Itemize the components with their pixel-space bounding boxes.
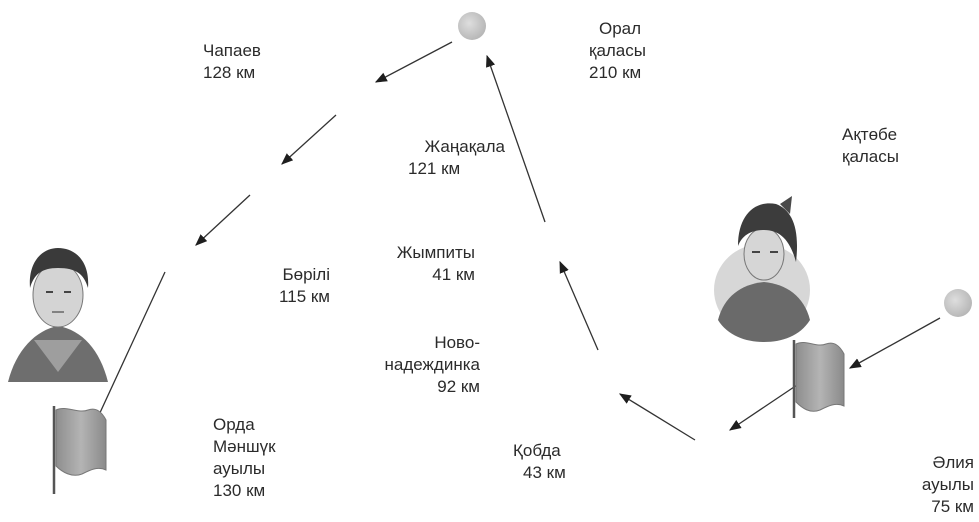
place-name-2: қаласы — [842, 147, 899, 166]
place-name-2: қаласы — [589, 41, 646, 60]
place-name: Чапаев — [203, 41, 261, 60]
place-name: Орда — [213, 415, 255, 434]
place-zhanakala: Жаңақала 121 км — [385, 136, 505, 180]
place-distance: 41 км — [432, 265, 475, 284]
place-distance: 210 км — [589, 63, 642, 82]
place-distance: 121 км — [408, 159, 461, 178]
place-distance: 92 км — [437, 377, 480, 396]
place-name-2: надеждинка — [384, 355, 480, 374]
route-arrow-berili-orda — [91, 271, 166, 432]
route-arrow-chapaev-berili-2 — [195, 194, 251, 246]
route-arrow-kobda-zhympity — [559, 260, 599, 351]
place-name: Жымпиты — [396, 243, 475, 262]
route-arrow-chapaev-berili-1 — [281, 114, 337, 165]
aliya-portrait-icon — [714, 196, 810, 342]
route-arrow-aktobe-aliya-2 — [729, 382, 801, 431]
place-novonadezhdinka: Ново- надеждинка 92 км — [355, 332, 480, 398]
orda-flag-icon — [52, 406, 107, 494]
place-distance: 115 км — [279, 287, 330, 306]
place-distance: 75 км — [931, 497, 974, 516]
place-distance: 130 км — [213, 481, 266, 500]
route-arrow-aktobe-aliya-1 — [848, 317, 941, 369]
place-name: Ақтөбе — [842, 125, 898, 144]
place-oral: Орал қаласы 210 км — [589, 18, 646, 84]
place-distance: 128 км — [203, 63, 256, 82]
aktobe-city-dot-icon — [944, 289, 972, 317]
place-name: Жаңақала — [424, 137, 505, 156]
place-name: Бөрілі — [282, 265, 330, 284]
place-name: Әлия — [932, 453, 974, 472]
place-kobda: Қобда 43 км — [513, 440, 566, 484]
place-orda: Орда Мәншүк ауылы 130 км — [213, 414, 276, 502]
place-distance: 43 км — [523, 463, 566, 482]
place-name: Ново- — [434, 333, 480, 352]
place-name: Орал — [599, 19, 642, 38]
route-arrow-zhympity-oral — [486, 54, 546, 223]
place-name-3: ауылы — [213, 459, 266, 478]
place-name-2: ауылы — [921, 475, 974, 494]
place-name: Қобда — [513, 441, 561, 460]
oral-city-dot-icon — [458, 12, 486, 40]
place-aktobe: Ақтөбе қаласы — [842, 124, 899, 168]
place-zhympity: Жымпиты 41 км — [355, 242, 475, 286]
aliya-flag-icon — [792, 340, 845, 418]
manshuk-portrait-icon — [8, 248, 108, 382]
place-aliya: Әлия ауылы 75 км — [880, 452, 974, 518]
place-name-2: Мәншүк — [213, 437, 276, 456]
route-arrow-aliya-kobda — [618, 393, 696, 441]
place-berili: Бөрілі 115 км — [230, 264, 330, 308]
route-arrow-oral-chapaev — [374, 41, 453, 83]
place-chapaev: Чапаев 128 км — [203, 40, 261, 84]
